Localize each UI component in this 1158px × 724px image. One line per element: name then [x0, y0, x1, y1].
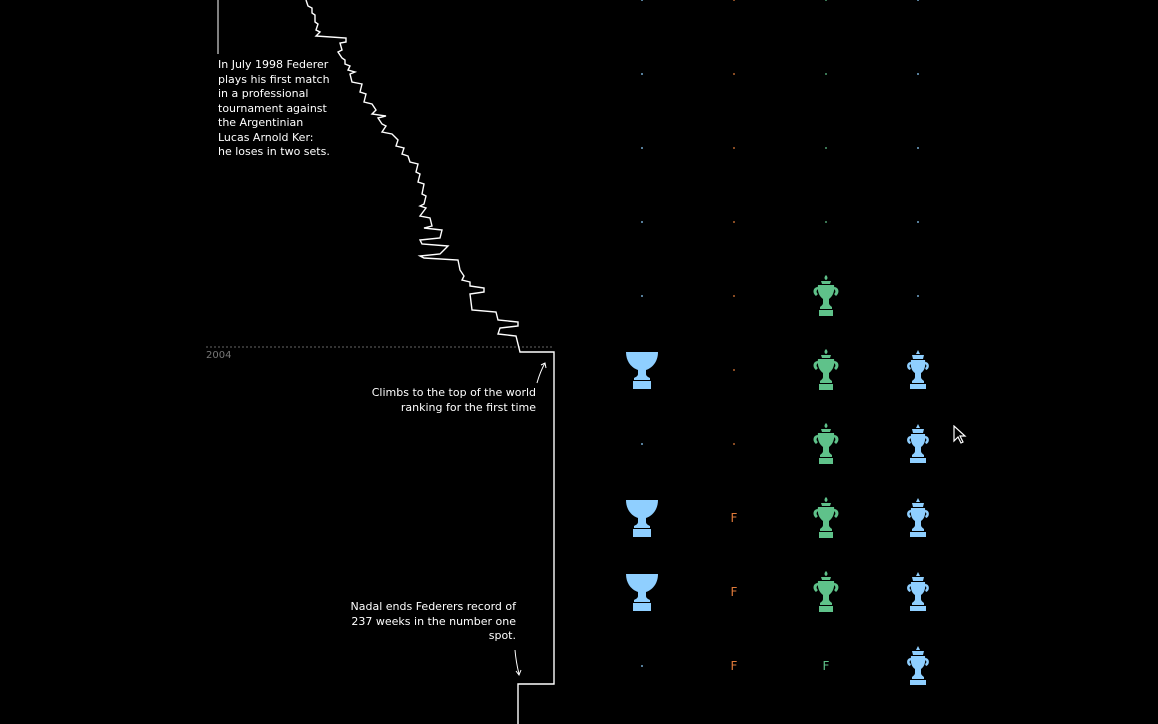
no-result-dot	[825, 73, 827, 75]
result-marks: F F F F	[626, 0, 929, 685]
top-ranking-arrow	[536, 362, 547, 384]
no-result-dot	[641, 665, 643, 667]
trophy-urn-icon	[813, 423, 839, 464]
trophy-cup-icon	[626, 500, 658, 537]
no-result-dot	[825, 147, 827, 149]
no-result-dot	[641, 73, 643, 75]
no-result-dot	[917, 73, 919, 75]
top-ranking-annotation: Climbs to the top of the world ranking f…	[371, 386, 536, 414]
final-label: F	[823, 659, 830, 673]
no-result-dot	[733, 221, 735, 223]
trophy-cup-icon	[626, 574, 658, 611]
no-result-dot	[733, 295, 735, 297]
no-result-dot	[733, 0, 735, 1]
final-label: F	[731, 585, 738, 599]
trophy-lidded-icon	[907, 572, 929, 611]
no-result-dot	[917, 221, 919, 223]
no-result-dot	[917, 0, 919, 1]
trophy-urn-icon	[813, 571, 839, 612]
no-result-dot	[917, 295, 919, 297]
final-label: F	[731, 511, 738, 525]
no-result-dot	[825, 0, 827, 1]
ranking-line	[305, 0, 555, 724]
no-result-dot	[733, 443, 735, 445]
no-result-dot	[733, 147, 735, 149]
trophy-cup-icon	[626, 352, 658, 389]
no-result-dot	[917, 147, 919, 149]
no-result-dot	[641, 147, 643, 149]
nadal-record-annotation: Nadal ends Federers record of 237 weeks …	[350, 600, 516, 642]
trophy-lidded-icon	[907, 424, 929, 463]
trophy-urn-icon	[813, 275, 839, 316]
no-result-dot	[733, 73, 735, 75]
no-result-dot	[641, 443, 643, 445]
no-result-dot	[733, 369, 735, 371]
no-result-dot	[641, 295, 643, 297]
trophy-lidded-icon	[907, 498, 929, 537]
nadal-record-arrow	[514, 649, 522, 677]
no-result-dot	[641, 221, 643, 223]
first-match-annotation: In July 1998 Federer plays his first mat…	[218, 58, 330, 158]
year-2004-label: 2004	[206, 350, 232, 361]
trophy-lidded-icon	[907, 646, 929, 685]
no-result-dot	[825, 221, 827, 223]
trophy-urn-icon	[813, 349, 839, 390]
no-result-dot	[641, 0, 643, 1]
trophy-lidded-icon	[907, 350, 929, 389]
final-label: F	[731, 659, 738, 673]
mouse-cursor-icon	[953, 425, 967, 444]
trophy-urn-icon	[813, 497, 839, 538]
